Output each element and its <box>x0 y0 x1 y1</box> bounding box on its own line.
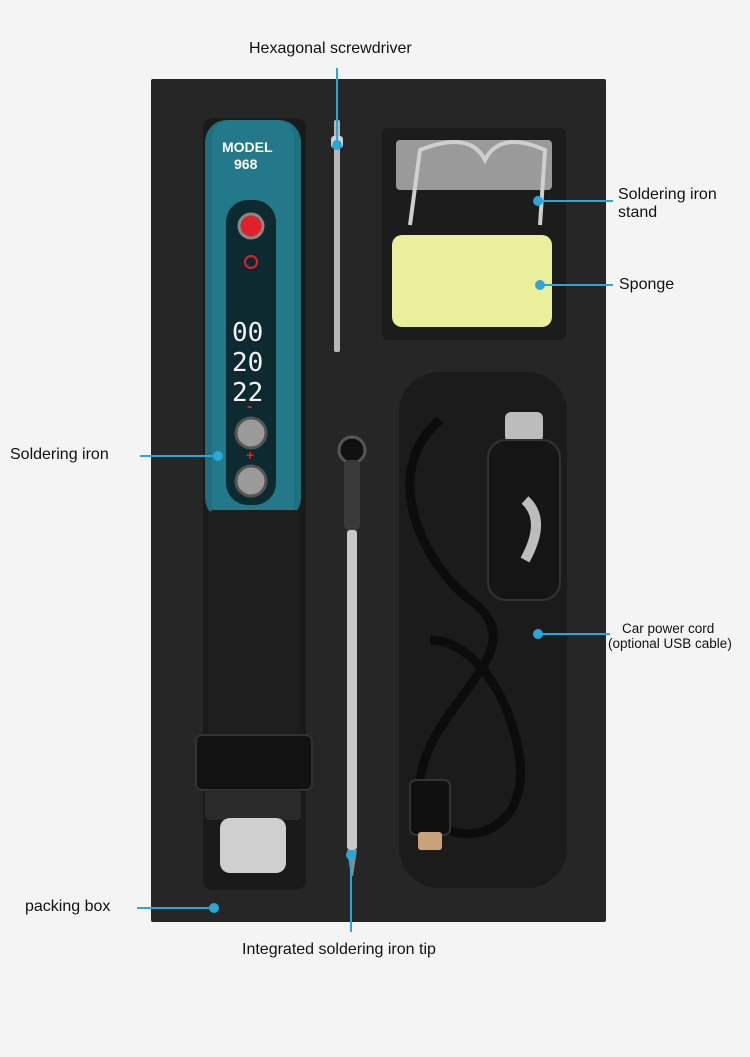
label-stand-line2: stand <box>618 203 658 221</box>
label-car-cord-line1: Car power cord <box>622 621 715 636</box>
callout-dot <box>332 140 342 150</box>
callout-line <box>140 455 218 457</box>
label-sponge: Sponge <box>619 276 675 293</box>
stand-wire <box>408 140 548 226</box>
stand-clip-base <box>396 140 552 190</box>
tip-shaft <box>347 530 357 850</box>
callout-line <box>538 633 610 635</box>
callout-dot <box>533 629 543 639</box>
model-number: 968 <box>234 156 258 172</box>
display-row-1: 00 <box>232 318 264 348</box>
callout-line <box>538 200 613 202</box>
plus-sign: + <box>246 447 255 463</box>
label-car-cord-line2: (optional USB cable) <box>608 635 732 651</box>
display-row-2: 20 <box>232 348 264 378</box>
callout-line <box>350 852 352 932</box>
label-stand-line1: Soldering iron <box>618 186 717 203</box>
label-stand: Soldering iron stand <box>618 186 717 221</box>
plug-spring <box>520 496 541 563</box>
tip-collar <box>344 460 360 530</box>
minus-sign: - <box>247 398 253 415</box>
iron-grip <box>208 510 300 735</box>
callout-dot <box>533 196 543 206</box>
minus-button <box>234 416 268 450</box>
label-tip: Integrated soldering iron tip <box>242 941 436 958</box>
dc-connector <box>409 779 451 836</box>
callout-line <box>540 284 613 286</box>
dc-pin <box>418 832 442 850</box>
display-row-3: 22 <box>232 378 264 408</box>
screwdriver-shaft <box>334 120 340 352</box>
iron-fins <box>195 734 313 791</box>
tip-ring <box>337 435 367 465</box>
callout-dot <box>209 903 219 913</box>
callout-line <box>137 907 214 909</box>
label-car-cord: Car power cord (optional USB cable) <box>608 621 732 652</box>
callout-dot <box>535 280 545 290</box>
iron-connector <box>220 818 286 873</box>
plug-body <box>487 439 561 601</box>
plus-button <box>234 464 268 498</box>
sponge-shape <box>392 235 552 327</box>
power-icon <box>244 255 258 269</box>
callout-line <box>336 68 338 144</box>
plug-tip <box>505 412 543 442</box>
callout-dot <box>213 451 223 461</box>
power-button <box>237 212 265 240</box>
callout-dot <box>346 850 356 860</box>
label-packing-box: packing box <box>25 898 111 915</box>
label-screwdriver: Hexagonal screwdriver <box>249 40 412 57</box>
label-soldering-iron: Soldering iron <box>10 446 109 463</box>
model-label: MODEL <box>222 139 273 155</box>
